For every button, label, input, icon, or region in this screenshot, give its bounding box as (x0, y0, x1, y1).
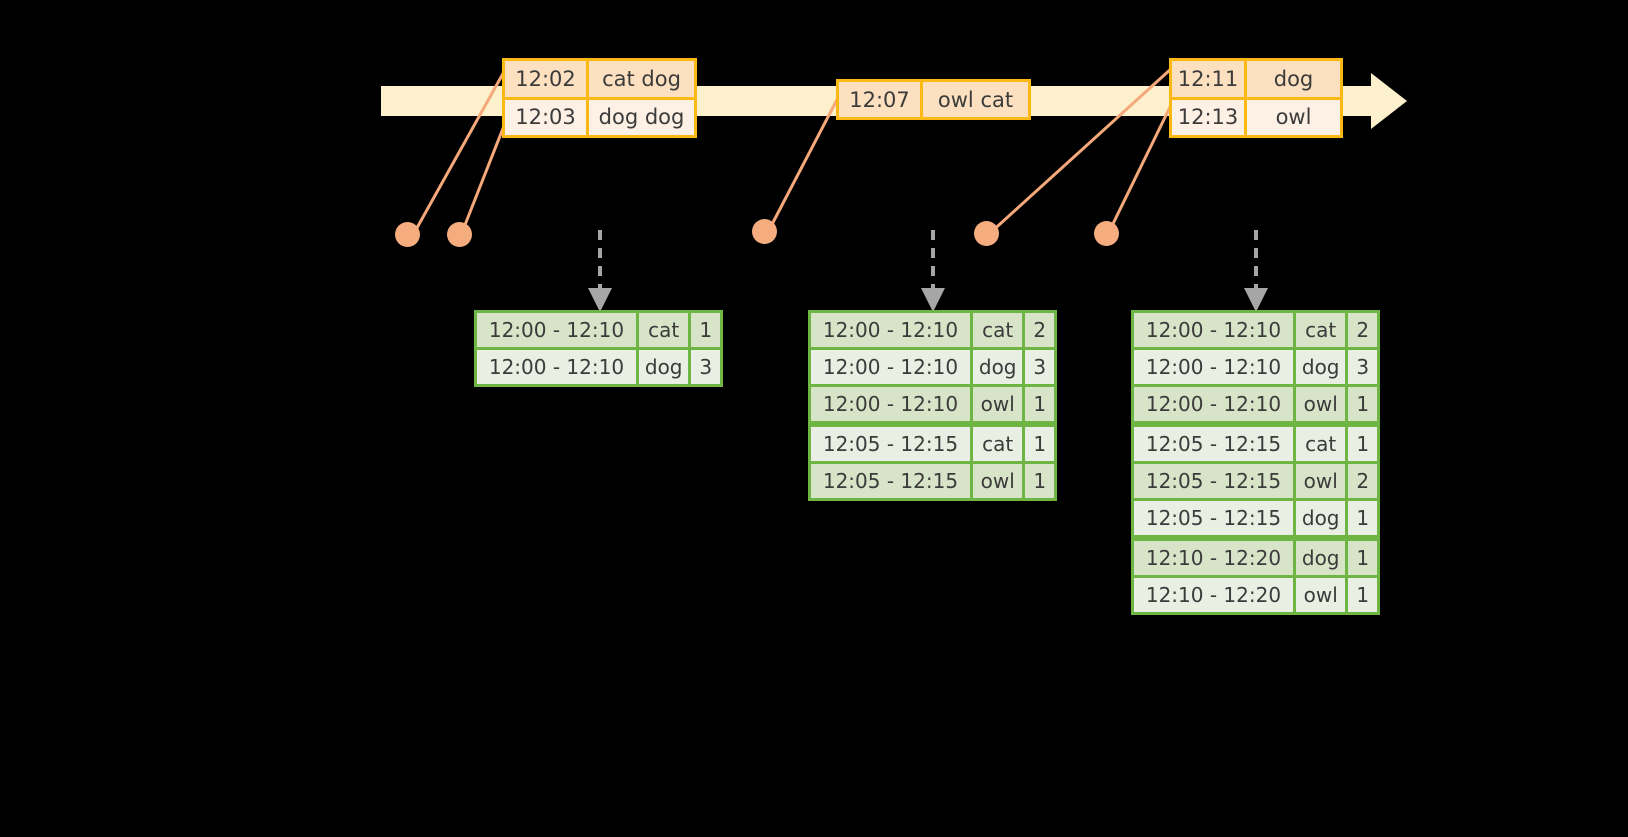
cell-window: 12:00 - 12:10 (811, 387, 970, 421)
cell-window: 12:10 - 12:20 (1134, 541, 1293, 575)
cell-count: 1 (1348, 427, 1377, 461)
cell-word: owl (1295, 578, 1346, 612)
cell-window: 12:00 - 12:10 (1134, 387, 1293, 421)
cell-count: 1 (1348, 578, 1377, 612)
cell-window: 12:05 - 12:15 (1134, 427, 1293, 461)
cell-count: 1 (1025, 464, 1054, 498)
event-time: 12:03 (515, 105, 576, 130)
dashed-arrow-to-table-1 (588, 230, 612, 312)
cell-count: 2 (1348, 313, 1377, 347)
timeline-arrowhead-icon (1371, 73, 1407, 129)
event-box-2: 12:07 owl cat (836, 79, 1031, 120)
cell-count: 2 (1348, 464, 1377, 498)
cell-count: 1 (1025, 387, 1054, 421)
cell-window: 12:00 - 12:10 (1134, 313, 1293, 347)
cell-word: cat (638, 313, 689, 347)
cell-word: dog (1295, 501, 1346, 535)
cell-count: 2 (1025, 313, 1054, 347)
event-words: owl cat (920, 82, 1028, 117)
event-row: 12:02 cat dog (505, 61, 694, 97)
event-words: cat dog (586, 61, 694, 97)
event-words: dog dog (586, 99, 694, 135)
cell-window: 12:00 - 12:10 (811, 350, 970, 384)
cell-window: 12:00 - 12:10 (477, 313, 636, 347)
event-box-1: 12:02 cat dog 12:03 dog dog (502, 58, 697, 138)
cell-word: owl (972, 464, 1023, 498)
cell-window: 12:00 - 12:10 (477, 350, 636, 384)
event-marker-dot (1094, 221, 1119, 246)
cell-window: 12:05 - 12:15 (811, 427, 970, 461)
cell-word: owl (1295, 387, 1346, 421)
event-marker-dot (752, 219, 777, 244)
cell-count: 1 (1348, 541, 1377, 575)
cell-count: 1 (1348, 501, 1377, 535)
cell-word: cat (972, 427, 1023, 461)
event-time: 12:02 (515, 66, 576, 91)
cell-word: dog (972, 350, 1023, 384)
cell-count: 1 (1348, 387, 1377, 421)
event-marker-dot (395, 222, 420, 247)
event-marker-dot (447, 222, 472, 247)
cell-count: 1 (691, 313, 720, 347)
cell-word: owl (1295, 464, 1346, 498)
dashed-arrow-to-table-3 (1244, 230, 1268, 312)
cell-count: 3 (1025, 350, 1054, 384)
event-row: 12:07 owl cat (839, 82, 1028, 117)
cell-word: dog (1295, 541, 1346, 575)
cell-window: 12:00 - 12:10 (1134, 350, 1293, 384)
event-row: 12:11 dog (1172, 61, 1340, 97)
dashed-arrow-to-table-2 (921, 230, 945, 312)
cell-word: dog (638, 350, 689, 384)
cell-word: cat (1295, 427, 1346, 461)
cell-window: 12:05 - 12:15 (1134, 464, 1293, 498)
event-row: 12:03 dog dog (505, 96, 694, 135)
cell-word: cat (972, 313, 1023, 347)
event-time: 12:07 (849, 87, 910, 112)
cell-window: 12:05 - 12:15 (1134, 501, 1293, 535)
cell-count: 3 (691, 350, 720, 384)
cell-count: 3 (1348, 350, 1377, 384)
event-words: dog (1244, 61, 1340, 97)
cell-window: 12:05 - 12:15 (811, 464, 970, 498)
cell-count: 1 (1025, 427, 1054, 461)
cell-word: dog (1295, 350, 1346, 384)
event-time: 12:13 (1177, 105, 1239, 130)
cell-window: 12:00 - 12:10 (811, 313, 970, 347)
event-box-3: 12:11 dog 12:13 owl (1169, 58, 1343, 138)
cell-word: owl (972, 387, 1023, 421)
cell-word: cat (1295, 313, 1346, 347)
event-words: owl (1244, 99, 1340, 135)
event-time: 12:11 (1177, 66, 1239, 91)
cell-window: 12:10 - 12:20 (1134, 578, 1293, 612)
event-marker-dot (974, 221, 999, 246)
event-row: 12:13 owl (1172, 96, 1340, 135)
